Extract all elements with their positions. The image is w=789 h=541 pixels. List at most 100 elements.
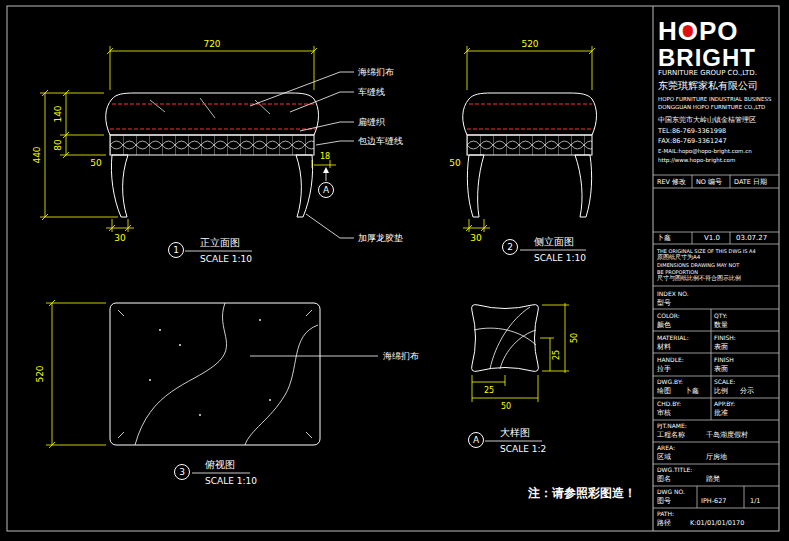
drawing-label: 侧立面图 — [534, 237, 574, 247]
detail-view — [472, 305, 539, 372]
drawing-label: 包边车缝线 — [358, 137, 403, 146]
drawing-label: TEL:86-769-3361998 — [658, 128, 726, 135]
callout-number: 1 — [173, 246, 179, 255]
cushion-outline — [463, 93, 597, 135]
dimension-value: 80 — [54, 139, 63, 150]
dimension-line — [40, 90, 118, 220]
drawing-label: SCALE 1:10 — [200, 255, 252, 264]
leader-line — [300, 122, 354, 131]
dimension-value: 50 — [90, 159, 101, 168]
drawing-label: 中国东莞市大岭山镇金桔管理区 — [658, 117, 756, 124]
detail-outline — [472, 305, 539, 372]
dimension-value: 25 — [484, 387, 494, 395]
tuft-dot — [149, 379, 151, 381]
drawing-label: 卜鑫 — [685, 388, 699, 395]
drawing-label: 加厚龙胶垫 — [358, 234, 403, 243]
leg — [111, 155, 128, 217]
drawing-label: 区域 — [657, 454, 671, 461]
drawing-label: THE ORIGINAL SIZE OF THIS DWG IS A4 — [657, 249, 756, 254]
drawing-label: DWG.TITLE: — [657, 467, 692, 473]
drawing-label: 大样图 — [500, 428, 530, 438]
drawing-label: 颜色 — [657, 322, 671, 329]
tuft-dot — [199, 414, 201, 416]
dimension-line — [464, 46, 595, 90]
callout-number: 3 — [179, 468, 185, 477]
drawing-label: HOPO — [658, 18, 739, 44]
dimension-value: 520 — [521, 40, 538, 49]
drawing-label: DATE 日期 — [734, 179, 767, 186]
drawing-label: 踏凳 — [706, 476, 720, 483]
drawing-label: 材料 — [657, 344, 671, 351]
drawing-label: SCALE 1:10 — [205, 477, 257, 486]
drawing-label: COLOR: — [657, 313, 680, 319]
drawing-label: 图名 — [657, 476, 671, 483]
callout-circle: 2 — [502, 239, 518, 255]
leader-line — [250, 356, 378, 357]
drawing-label: 海绵扪布 — [358, 68, 394, 77]
drawing-label: BRIGHT — [658, 46, 756, 70]
dimension-value: 50 — [501, 403, 511, 411]
stitch-line — [467, 104, 594, 129]
drawing-label: NO 编号 — [696, 179, 722, 186]
title-block-columns — [692, 175, 744, 508]
seat-outline — [110, 303, 320, 445]
drawing-label: FAX:86-769-3361247 — [658, 138, 727, 145]
drawing-label: SCALE: — [714, 379, 735, 385]
drawing-label: FINISH — [714, 357, 734, 363]
drawing-label: 审核 — [657, 410, 671, 417]
drawing-label: FINISH: — [714, 335, 736, 341]
dimension-value: 520 — [36, 365, 45, 382]
leader-line — [306, 214, 354, 238]
drawing-label: 注：请参照彩图造！ — [528, 487, 636, 499]
drawing-label: IPH-627 — [701, 498, 726, 505]
leader-lines — [185, 72, 586, 473]
drawing-label: PATH: — [657, 511, 674, 517]
dimension-value: 30 — [470, 234, 481, 243]
title-block-rows — [653, 175, 779, 508]
drawing-label: V1.0 — [704, 235, 720, 242]
fabric-fold — [135, 303, 227, 445]
dimension-value: 18 — [320, 153, 330, 161]
drawing-label: REV 修改 — [657, 179, 686, 186]
drawing-label: 绘图 — [657, 388, 671, 395]
drawing-label: SCALE 1:2 — [500, 445, 546, 454]
drawing-label: 俯视图 — [205, 460, 235, 470]
title-block-border — [653, 6, 654, 531]
callout-circle: 1 — [168, 242, 184, 258]
tuft-dot — [269, 399, 271, 401]
leader-line — [250, 72, 354, 106]
drawing-label: MATERIAL: — [657, 335, 689, 341]
leader-line — [290, 92, 354, 112]
tufted-band — [110, 135, 314, 155]
drawing-label: CHD.BY: — [657, 401, 681, 407]
dimension-value: 50 — [449, 159, 460, 168]
callout-number: A — [473, 436, 479, 445]
tufted-band — [467, 135, 592, 155]
dimension-line — [540, 303, 569, 373]
drawing-label: DONGGUAN HOPO FURNITURE CO.,LTD — [658, 105, 765, 111]
drawing-label: HANDLE: — [657, 357, 684, 363]
drawing-label: 表面 — [714, 344, 728, 351]
drawing-label: HOPO FURNITURE INDUSTRIAL BUSINESS — [658, 97, 771, 103]
dimension-line — [472, 375, 538, 402]
top-view — [110, 303, 320, 445]
callout-number: 2 — [507, 243, 513, 252]
dimension-line — [463, 219, 490, 232]
drawing-label: SCALE 1:10 — [534, 254, 586, 263]
drawing-label: AREA: — [657, 445, 675, 451]
drawing-label: 图号 — [657, 498, 671, 505]
drawing-label: http://www.hopo-bright.com — [658, 158, 735, 164]
drawing-label: 千岛湖度假村 — [706, 432, 748, 439]
dimension-value: 720 — [203, 40, 220, 49]
cushion-outline — [106, 93, 319, 135]
dimension-line — [312, 160, 336, 168]
drawing-label: 原图纸尺寸为A4 — [657, 255, 700, 261]
title-block-grid — [653, 175, 779, 508]
drawing-label: 批准 — [714, 410, 728, 417]
sheet-frame — [7, 6, 779, 531]
tuft-dot — [259, 319, 261, 321]
drawing-label: QTY: — [714, 313, 727, 319]
dimension-value: 25 — [553, 350, 561, 360]
dimension-line — [46, 300, 106, 448]
drawing-label: BE PROPORTION — [657, 270, 698, 275]
